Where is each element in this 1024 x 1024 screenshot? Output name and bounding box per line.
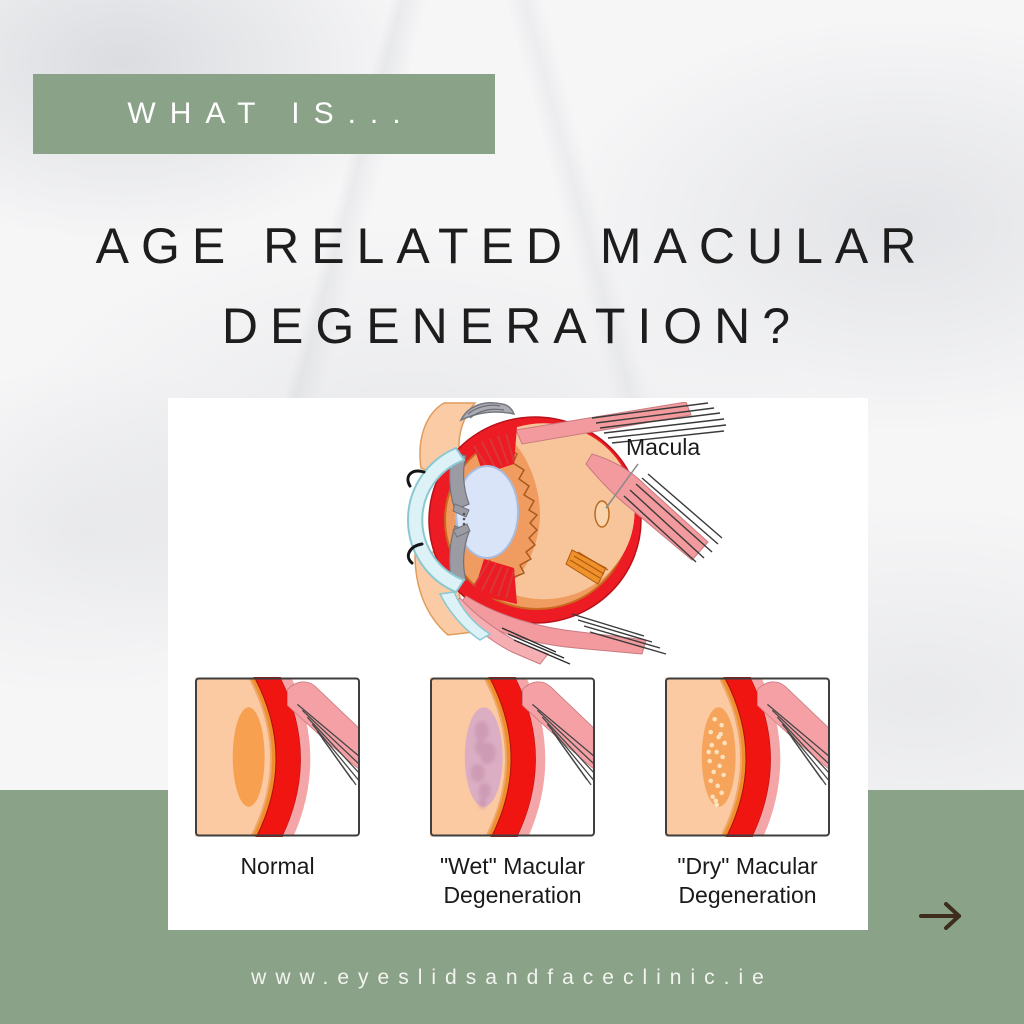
panel-normal: Normal [195, 675, 361, 881]
wet-amd-illustration [430, 675, 596, 839]
panel-wet-amd: "Wet" Macular Degeneration [430, 675, 596, 910]
panel-dry-amd: "Dry" Macular Degeneration [665, 675, 831, 910]
page-title-line2: DEGENERATION? [221, 298, 803, 354]
dry-amd-illustration [665, 675, 831, 839]
page-title-line1: AGE RELATED MACULAR [95, 218, 929, 274]
panel-caption-line2: Degeneration [678, 882, 817, 908]
panel-caption-line1: "Wet" Macular [440, 853, 585, 879]
website-url: www.eyeslidsandfaceclinic.ie [251, 966, 773, 989]
panel-caption-line1: Normal [240, 853, 315, 879]
panel-caption: "Dry" Macular Degeneration [665, 852, 830, 910]
diagram-card: Macula Normal [168, 398, 868, 930]
panel-caption-line2: Degeneration [443, 882, 582, 908]
panel-caption: "Wet" Macular Degeneration [430, 852, 595, 910]
eye-cross-section-illustration [406, 402, 727, 665]
page-title: AGE RELATED MACULAR DEGENERATION? [0, 206, 1024, 366]
banner-label: WHAT IS... [127, 97, 415, 130]
normal-macula-illustration [195, 675, 361, 839]
panel-caption: Normal [195, 852, 360, 881]
panel-caption-line1: "Dry" Macular [677, 853, 818, 879]
macula-label: Macula [626, 434, 701, 460]
arrow-right-icon[interactable] [918, 902, 964, 930]
what-is-banner: WHAT IS... [33, 74, 495, 154]
